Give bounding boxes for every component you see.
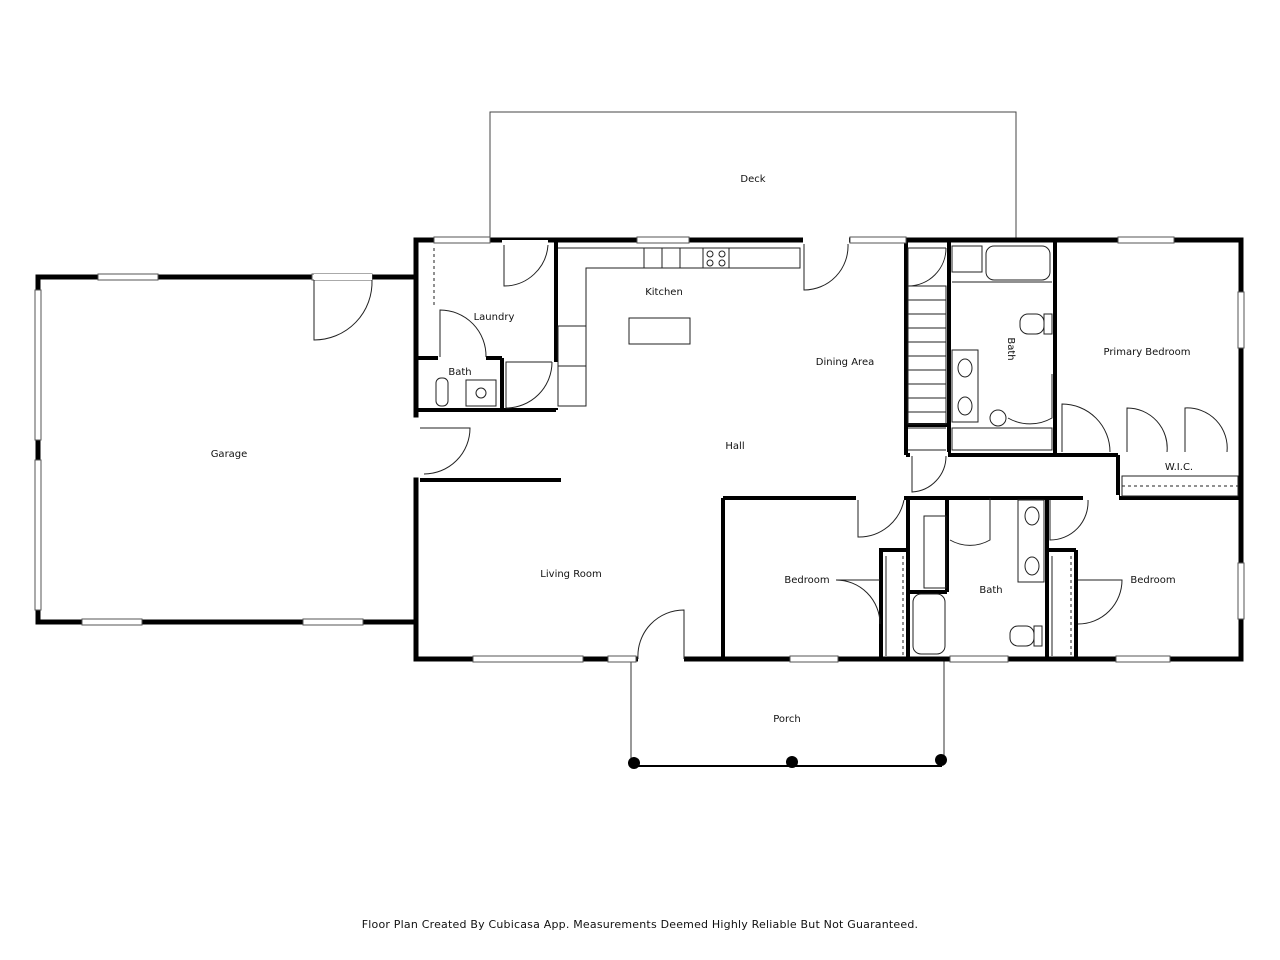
porch-post	[628, 757, 640, 769]
porch-post	[935, 754, 947, 766]
label-bedroom-right: Bedroom	[1130, 575, 1175, 586]
deck	[489, 111, 1017, 240]
toilet	[435, 377, 449, 407]
label-laundry: Laundry	[474, 312, 515, 323]
porch	[628, 660, 947, 769]
label-kitchen: Kitchen	[645, 287, 683, 298]
center-bath-fixtures	[912, 499, 1045, 655]
stairs	[907, 285, 947, 451]
primary-bath-fixtures	[951, 245, 1053, 451]
kitchen-fixtures	[557, 247, 801, 407]
stove	[702, 247, 730, 269]
label-primary-bedroom: Primary Bedroom	[1103, 347, 1190, 358]
label-half-bath: Bath	[448, 367, 471, 378]
doors	[313, 237, 1228, 662]
plan-caption: Floor Plan Created By Cubicasa App. Meas…	[361, 918, 919, 931]
bathtub	[912, 593, 946, 655]
vanity	[465, 379, 497, 407]
toilet	[1019, 313, 1045, 335]
shower	[951, 427, 1053, 451]
laundry-fixtures	[433, 248, 497, 407]
label-bath-center: Bath	[979, 585, 1002, 596]
label-wic: W.I.C.	[1165, 462, 1193, 473]
interior-walls	[416, 240, 1241, 659]
closets	[885, 475, 1239, 656]
label-deck: Deck	[740, 174, 765, 185]
label-hall: Hall	[725, 441, 744, 452]
bathtub	[985, 245, 1051, 281]
windows	[34, 236, 1245, 663]
label-bedroom-middle: Bedroom	[784, 575, 829, 586]
label-garage: Garage	[211, 449, 248, 460]
label-dining-area: Dining Area	[816, 357, 874, 368]
label-primary-bath: Bath	[1005, 337, 1016, 360]
toilet	[1009, 625, 1035, 647]
exterior-walls	[35, 237, 1244, 662]
label-porch: Porch	[773, 714, 801, 725]
double-vanity	[951, 349, 979, 423]
kitchen-island	[628, 317, 691, 345]
vanity	[1017, 499, 1045, 583]
room-labels: Deck Garage Laundry Bath Kitchen Dining …	[211, 174, 1193, 725]
label-living-room: Living Room	[540, 569, 601, 580]
porch-post	[786, 756, 798, 768]
